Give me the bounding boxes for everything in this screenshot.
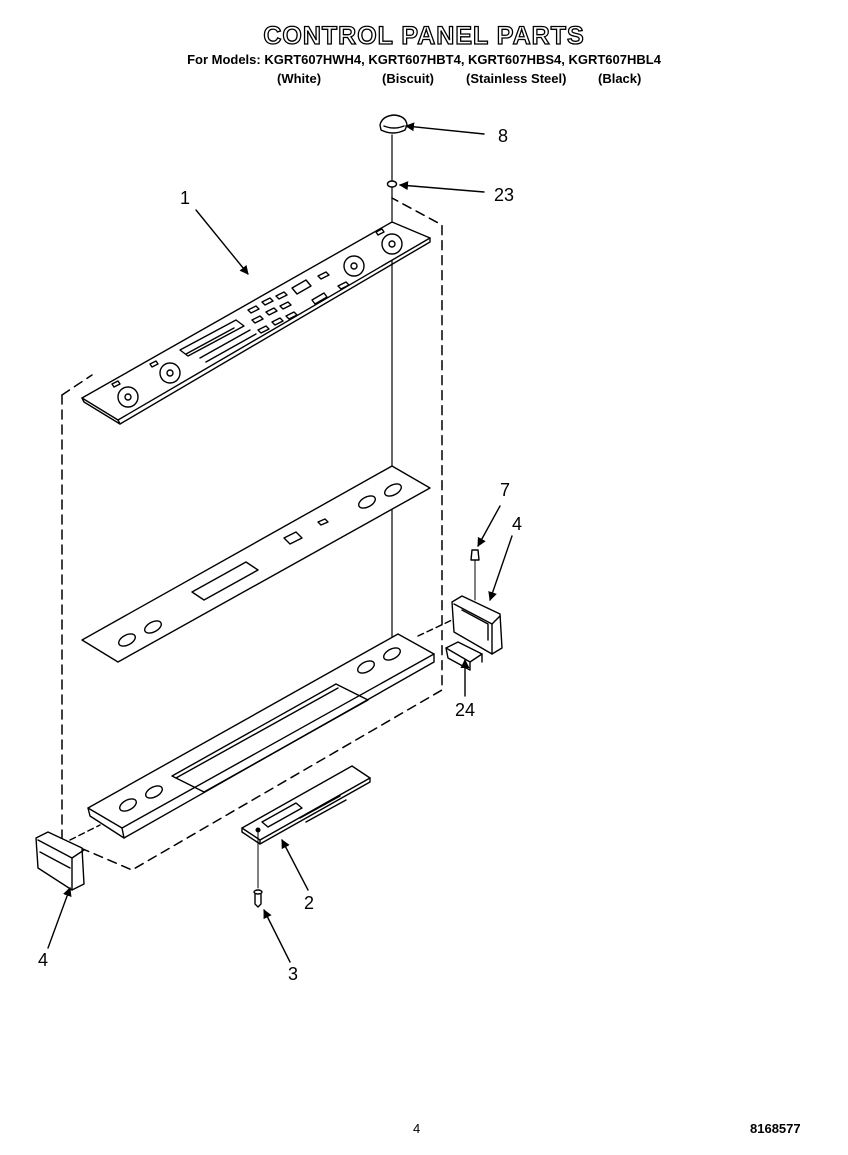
document-number: 8168577 xyxy=(750,1121,801,1136)
callout-1: 1 xyxy=(180,188,191,208)
end-cap-left-part-4 xyxy=(35,831,85,891)
callout-4-right: 4 xyxy=(512,514,523,534)
end-cap-right-part-4 xyxy=(451,595,503,655)
page-title: CONTROL PANEL PARTS xyxy=(263,21,585,50)
models-line: For Models: KGRT607HWH4, KGRT607HBT4, KG… xyxy=(187,52,661,67)
clip-part-23 xyxy=(386,180,398,188)
callout-3: 3 xyxy=(288,964,299,984)
overlay-part-1 xyxy=(81,221,431,425)
callout-24: 24 xyxy=(455,700,476,720)
bracket-part-24 xyxy=(445,641,483,671)
screw-part-7 xyxy=(470,549,480,601)
page-number: 4 xyxy=(413,1121,421,1136)
end-cap-left-leader xyxy=(69,824,101,841)
panel-insert xyxy=(81,465,431,663)
callout-8: 8 xyxy=(498,126,509,146)
finish-stainless-steel: (Stainless Steel) xyxy=(466,71,567,86)
assembly-envelope xyxy=(61,197,443,871)
control-panel-base xyxy=(87,633,435,839)
screw-part-3 xyxy=(253,829,263,908)
finish-biscuit: (Biscuit) xyxy=(382,71,434,86)
finish-white: (White) xyxy=(277,71,322,86)
callout-23: 23 xyxy=(494,185,515,205)
callout-7: 7 xyxy=(500,480,511,500)
end-cap-right-leader xyxy=(417,619,453,637)
switch-board-part-2 xyxy=(241,765,371,845)
callout-2: 2 xyxy=(304,893,315,913)
callout-4-left: 4 xyxy=(38,950,49,970)
finish-black: (Black) xyxy=(598,71,642,86)
knob-part-8 xyxy=(379,114,408,134)
callout-leaders xyxy=(47,122,513,963)
